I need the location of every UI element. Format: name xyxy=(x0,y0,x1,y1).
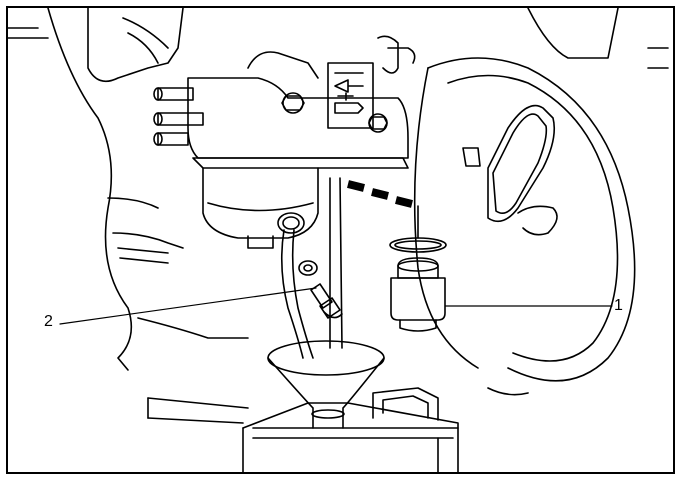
fuel-container xyxy=(242,387,459,472)
recoil-starter-housing xyxy=(413,8,669,382)
fuel-valve-label-icon xyxy=(327,62,374,129)
engine-drain-illustration xyxy=(8,8,669,472)
leader-lines xyxy=(59,287,613,325)
callout-label-2: 2 xyxy=(44,313,53,330)
callout-label-1: 1 xyxy=(614,297,623,314)
diagram-frame: 1 2 xyxy=(6,6,675,474)
carburetor-float-bowl xyxy=(202,167,319,249)
mounting-base xyxy=(147,387,529,424)
drain-bolt xyxy=(298,260,343,319)
fuel-drain-tube xyxy=(280,177,343,359)
fuel-sediment-cup xyxy=(389,205,447,332)
engine-block xyxy=(8,8,249,371)
alignment-dashes xyxy=(347,180,413,208)
funnel xyxy=(267,340,385,429)
carburetor-assembly xyxy=(153,35,416,169)
leader-line-2 xyxy=(59,287,317,325)
